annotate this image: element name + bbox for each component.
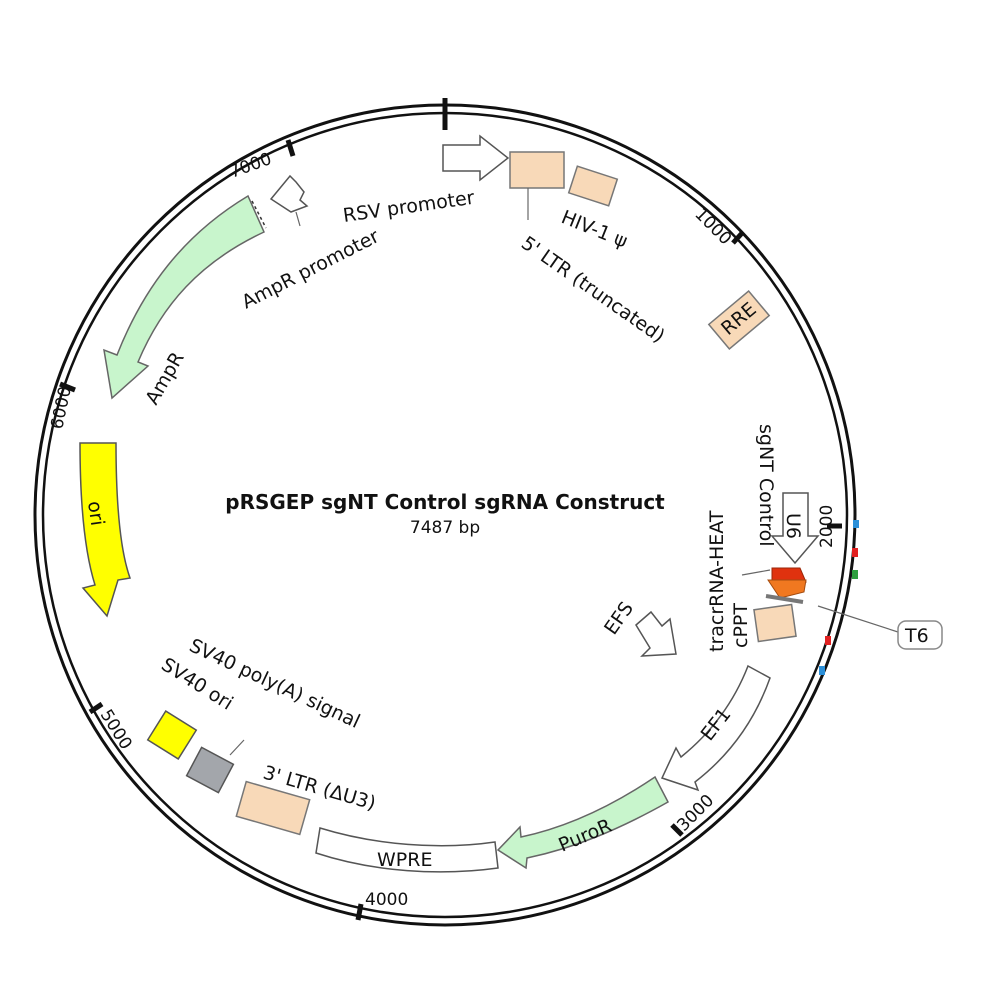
ltr3-feature xyxy=(235,780,311,836)
efs-label: EFS xyxy=(600,598,638,639)
tick-label-4000: 4000 xyxy=(365,890,408,910)
t6-leader xyxy=(817,605,899,633)
tick-6000 xyxy=(59,381,76,393)
tick-label-2000: 2000 xyxy=(817,505,837,548)
hiv-psi-label: HIV-1 ψ xyxy=(558,206,630,252)
tick-label-6000: 6000 xyxy=(47,385,76,431)
wpre-feature xyxy=(315,827,499,873)
tick-1000 xyxy=(731,230,745,245)
sv40-polya-leader xyxy=(229,739,245,756)
tracrrna-heat-feature xyxy=(767,579,807,599)
tick-7000 xyxy=(285,139,296,157)
ltr5-label: 5' LTR (truncated) xyxy=(517,232,669,347)
tracr-label: tracrRNA-HEAT xyxy=(706,510,728,652)
rsv-promoter-label: RSV promoter xyxy=(342,187,476,227)
ori-feature xyxy=(79,442,132,618)
t6-callout-box xyxy=(897,620,943,650)
efs-promoter-arrow xyxy=(635,610,677,657)
backbone-outer-circle xyxy=(33,103,857,927)
sgnt-label: sgNT Control xyxy=(755,424,777,547)
u6-promoter-arrow xyxy=(770,492,820,565)
site-mark-green xyxy=(852,570,858,579)
cppt-label: cPPT xyxy=(730,603,752,648)
tick-3000 xyxy=(670,823,684,837)
ef1-promoter-arrow xyxy=(660,664,771,792)
ampr-promoter-label: AmpR promoter xyxy=(238,225,383,313)
rre-feature xyxy=(707,289,771,351)
site-mark-red-2 xyxy=(825,636,831,645)
t6-label: T6 xyxy=(904,625,929,647)
puror-feature xyxy=(496,775,670,870)
rsv-promoter-arrow xyxy=(442,134,510,182)
site-mark-blue-1 xyxy=(853,520,859,528)
ampr-label: AmpR xyxy=(141,348,188,408)
tick-4000 xyxy=(355,903,364,921)
tick-label-5000: 5000 xyxy=(96,706,136,753)
ampr-promoter-leader xyxy=(295,211,301,227)
t6-terminator-mark xyxy=(765,594,804,604)
sv40-polya-feature xyxy=(185,746,235,794)
ori-label: ori xyxy=(83,500,108,528)
ampr-feature xyxy=(103,194,265,400)
tick-5000 xyxy=(88,701,104,715)
ampr-dotted-boundary xyxy=(251,200,267,229)
tick-label-1000: 1000 xyxy=(690,204,735,249)
plasmid-size: 7487 bp xyxy=(410,518,480,538)
cppt-feature xyxy=(753,603,797,643)
wpre-label: WPRE xyxy=(377,849,432,871)
sgnt-leader xyxy=(741,569,771,576)
hiv-psi-feature xyxy=(567,165,619,207)
ampr-promoter-arrow xyxy=(269,174,309,213)
sv40-ori-feature xyxy=(146,710,198,760)
ltr5-feature xyxy=(509,151,565,189)
plasmid-title: pRSGEP sgNT Control sgRNA Construct xyxy=(225,490,665,514)
site-mark-blue-2 xyxy=(819,666,825,675)
site-mark-red-1 xyxy=(852,548,858,557)
u6-label: U6 xyxy=(782,513,804,539)
